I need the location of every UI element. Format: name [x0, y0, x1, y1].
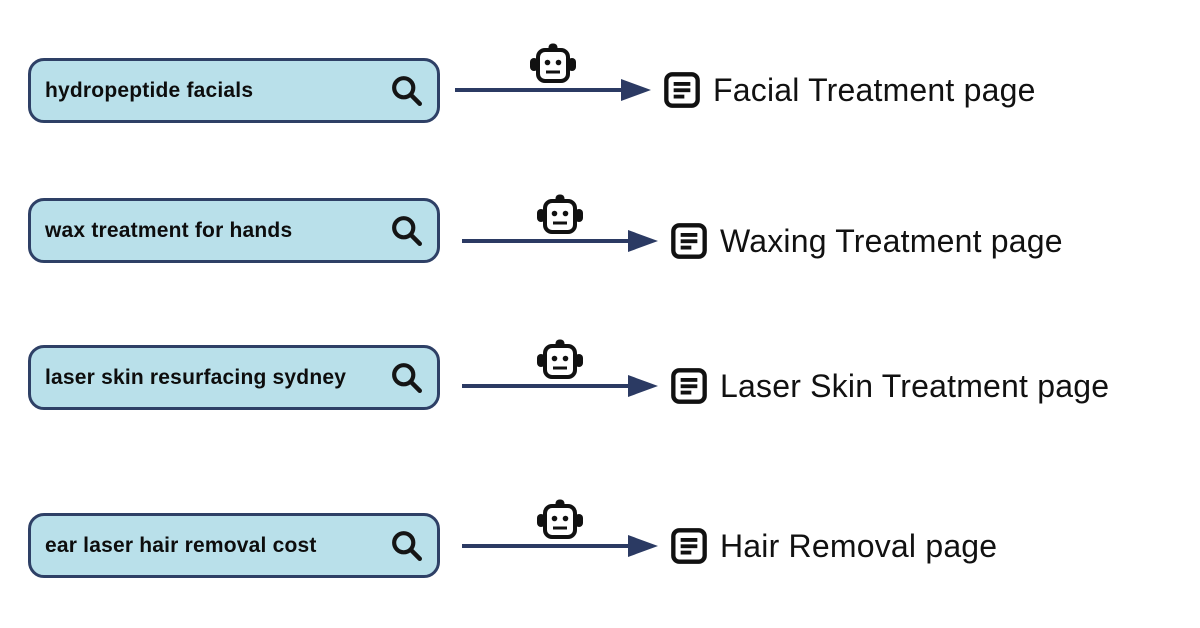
arrow-head	[628, 375, 658, 397]
arrow-head	[628, 535, 658, 557]
search-query-text: hydropeptide facials	[45, 78, 254, 102]
page-label: Laser Skin Treatment page	[720, 367, 1110, 404]
page-label: Waxing Treatment page	[720, 222, 1063, 259]
search-query-text: laser skin resurfacing sydney	[45, 365, 347, 389]
search-query-text: ear laser hair removal cost	[45, 533, 317, 557]
document-icon	[669, 365, 709, 407]
document-icon	[669, 525, 709, 567]
arrow-head	[628, 230, 658, 252]
arrow-line	[455, 88, 633, 92]
robot-icon	[537, 499, 583, 539]
search-icon[interactable]	[388, 72, 425, 109]
document-icon	[669, 220, 709, 262]
robot-icon	[537, 339, 583, 379]
flow-row: Hair Removal page	[462, 499, 998, 568]
robot-icon	[537, 194, 583, 234]
arrow-line	[462, 239, 640, 243]
arrow	[455, 43, 651, 101]
arrow	[462, 339, 658, 397]
arrow-line	[462, 384, 640, 388]
robot-icon	[530, 43, 576, 83]
search-icon[interactable]	[388, 527, 425, 564]
page-label: Hair Removal page	[720, 527, 998, 564]
search-box[interactable]: hydropeptide facials	[28, 58, 440, 123]
page-label: Facial Treatment page	[713, 71, 1036, 108]
flow-row: Facial Treatment page	[455, 43, 1036, 112]
search-box[interactable]: laser skin resurfacing sydney	[28, 345, 440, 410]
flow-row: Laser Skin Treatment page	[462, 339, 1110, 408]
document-icon	[662, 69, 702, 111]
arrow	[462, 194, 658, 252]
arrow-head	[621, 79, 651, 101]
search-box[interactable]: ear laser hair removal cost	[28, 513, 440, 578]
flow-row: Waxing Treatment page	[462, 194, 1063, 263]
search-icon[interactable]	[388, 212, 425, 249]
arrow-line	[462, 544, 640, 548]
search-query-text: wax treatment for hands	[45, 218, 293, 242]
search-icon[interactable]	[388, 359, 425, 396]
search-box[interactable]: wax treatment for hands	[28, 198, 440, 263]
arrow	[462, 499, 658, 557]
